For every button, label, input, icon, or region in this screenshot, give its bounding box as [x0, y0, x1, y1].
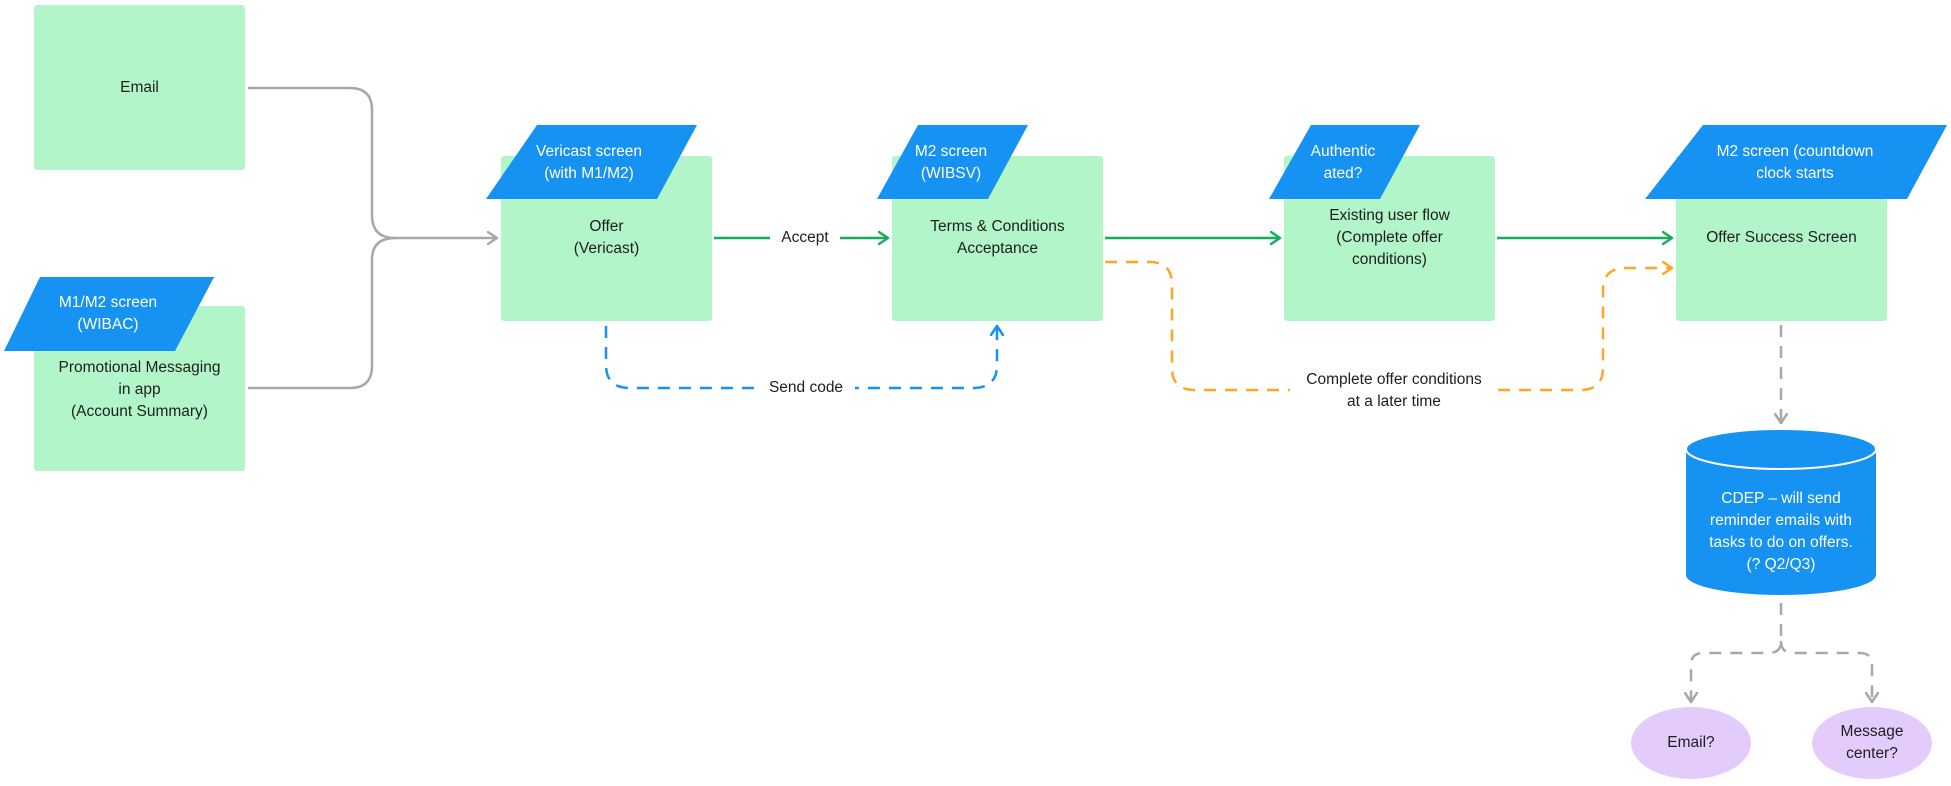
existing-tag-label: Authentic ated? — [1310, 143, 1376, 182]
connector-promo-to-offer — [248, 236, 396, 390]
message-center-label: Message center? — [1840, 723, 1904, 762]
existing-box-label: Existing user flow (Complete offer condi… — [1329, 207, 1450, 268]
offer-tag-label: Vericast screen (with M1/M2) — [536, 143, 642, 182]
connector-cdep-to-email — [1691, 603, 1783, 702]
terms-tag — [877, 125, 1028, 199]
success-tag — [1645, 125, 1947, 199]
connector-email-to-offer — [248, 86, 497, 238]
send-code-edge-label: Send code — [757, 377, 855, 399]
email-box-label: Email — [120, 78, 159, 96]
connector-send-code — [604, 326, 997, 390]
promo-box-label: Promotional Messaging in app (Account Su… — [58, 359, 221, 420]
email-box — [34, 5, 245, 170]
success-tag-label: M2 screen (countdown clock starts — [1716, 143, 1874, 182]
accept-edge-label: Accept — [770, 227, 840, 249]
cdep-database — [1685, 428, 1877, 595]
email-question-oval — [1631, 707, 1751, 779]
connector-complete-later — [1105, 260, 1672, 392]
email-question-label: Email? — [1667, 734, 1715, 751]
offer-box-label: Offer (Vericast) — [573, 218, 640, 257]
terms-box-label: Terms & Conditions Acceptance — [930, 218, 1065, 257]
success-box-label: Offer Success Screen — [1706, 229, 1857, 246]
promo-tag — [4, 277, 215, 351]
promo-tag-label: M1/M2 screen (WIBAC) — [58, 294, 158, 333]
terms-tag-label: M2 screen (WIBSV) — [914, 143, 988, 182]
existing-tag — [1269, 125, 1420, 199]
connector-cdep-to-message-center — [1779, 640, 1872, 702]
offer-tag — [486, 125, 697, 199]
message-center-oval — [1812, 707, 1932, 779]
complete-later-edge-label: Complete offer conditions at a later tim… — [1290, 368, 1498, 414]
cdep-label: CDEP – will send reminder emails with ta… — [1709, 490, 1853, 573]
